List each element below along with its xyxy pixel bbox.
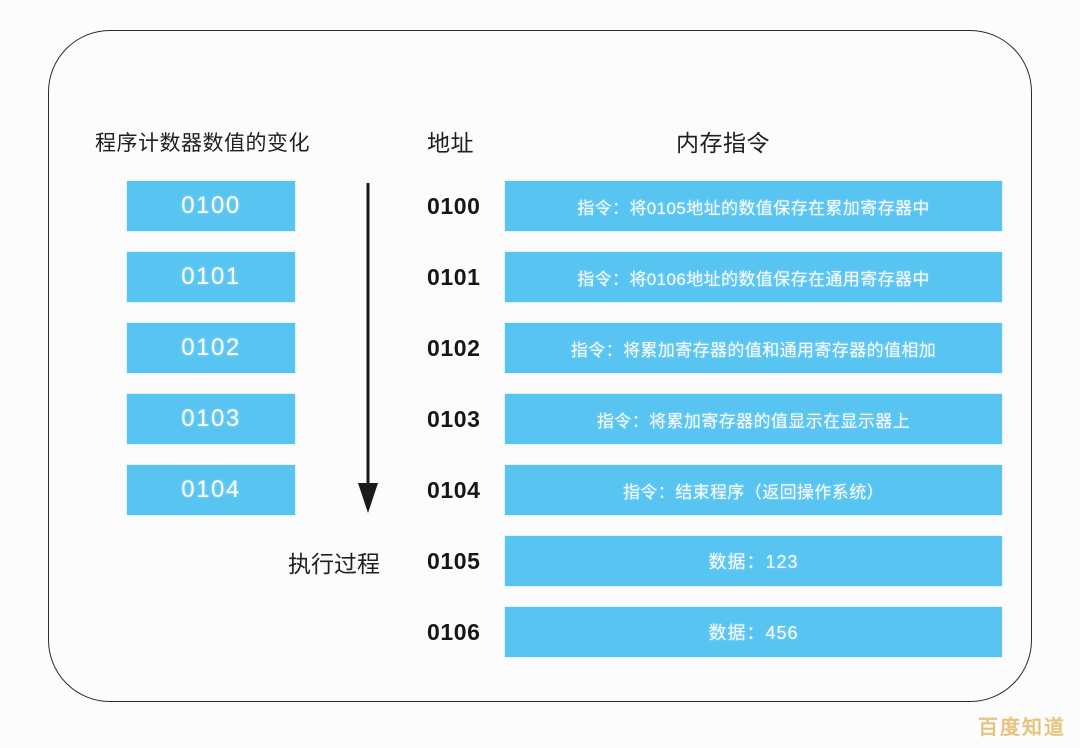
memory-address-label: 0104 xyxy=(427,476,481,503)
program-counter-box: 0103 xyxy=(127,394,295,444)
program-counter-value: 0100 xyxy=(181,192,241,219)
memory-instruction-text: 指令：将累加寄存器的值显示在显示器上 xyxy=(596,411,911,431)
memory-instruction-text: 指令：将0105地址的数值保存在累加寄存器中 xyxy=(577,198,930,218)
memory-data-text: 数据：456 xyxy=(708,623,799,643)
memory-row: 0104 指令：结束程序（返回操作系统） xyxy=(427,465,1002,515)
memory-instruction-bar: 指令：结束程序（返回操作系统） xyxy=(505,465,1002,515)
memory-instruction-text: 指令：将0106地址的数值保存在通用寄存器中 xyxy=(577,269,930,289)
program-counter-box: 0102 xyxy=(127,323,295,373)
memory-instruction-text: 指令：将累加寄存器的值和通用寄存器的值相加 xyxy=(570,340,937,360)
memory-row: 0103 指令：将累加寄存器的值显示在显示器上 xyxy=(427,394,1002,444)
memory-instruction-text: 指令：结束程序（返回操作系统） xyxy=(623,482,884,502)
memory-row: 0101 指令：将0106地址的数值保存在通用寄存器中 xyxy=(427,252,1002,302)
program-counter-column: 0100 0101 0102 0103 0104 xyxy=(127,181,295,536)
memory-row: 0100 指令：将0105地址的数值保存在累加寄存器中 xyxy=(427,181,1002,231)
execution-process-label: 执行过程 xyxy=(288,551,380,577)
program-counter-value: 0102 xyxy=(181,334,241,361)
memory-instruction-bar: 指令：将累加寄存器的值显示在显示器上 xyxy=(505,394,1002,444)
address-column-header: 地址 xyxy=(427,130,474,156)
memory-row: 0106 数据：456 xyxy=(427,607,1002,657)
memory-data-text: 数据：123 xyxy=(708,552,799,572)
program-counter-column-header: 程序计数器数值的变化 xyxy=(95,132,310,155)
memory-address-label: 0102 xyxy=(427,334,481,361)
memory-address-label: 0100 xyxy=(427,192,481,219)
program-counter-box: 0104 xyxy=(127,465,295,515)
memory-instruction-column-header: 内存指令 xyxy=(676,130,770,156)
execution-flow-down-arrow-icon xyxy=(352,183,384,513)
program-counter-value: 0104 xyxy=(181,476,241,503)
memory-row: 0105 数据：123 xyxy=(427,536,1002,586)
memory-row: 0102 指令：将累加寄存器的值和通用寄存器的值相加 xyxy=(427,323,1002,373)
memory-instruction-bar: 指令：将0105地址的数值保存在累加寄存器中 xyxy=(505,181,1002,231)
memory-data-bar: 数据：456 xyxy=(505,607,1002,657)
watermark-label: 百度知道 xyxy=(978,717,1066,739)
program-counter-box: 0100 xyxy=(127,181,295,231)
memory-data-bar: 数据：123 xyxy=(505,536,1002,586)
memory-rows-list: 0100 指令：将0105地址的数值保存在累加寄存器中 0101 指令：将0106地址… xyxy=(427,181,1002,678)
memory-instruction-bar: 指令：将0106地址的数值保存在通用寄存器中 xyxy=(505,252,1002,302)
program-counter-box: 0101 xyxy=(127,252,295,302)
memory-address-label: 0106 xyxy=(427,618,481,645)
program-counter-value: 0101 xyxy=(181,263,241,290)
memory-address-label: 0105 xyxy=(427,547,481,574)
memory-address-label: 0101 xyxy=(427,263,481,290)
memory-address-label: 0103 xyxy=(427,405,481,432)
program-counter-value: 0103 xyxy=(181,405,241,432)
memory-instruction-bar: 指令：将累加寄存器的值和通用寄存器的值相加 xyxy=(505,323,1002,373)
